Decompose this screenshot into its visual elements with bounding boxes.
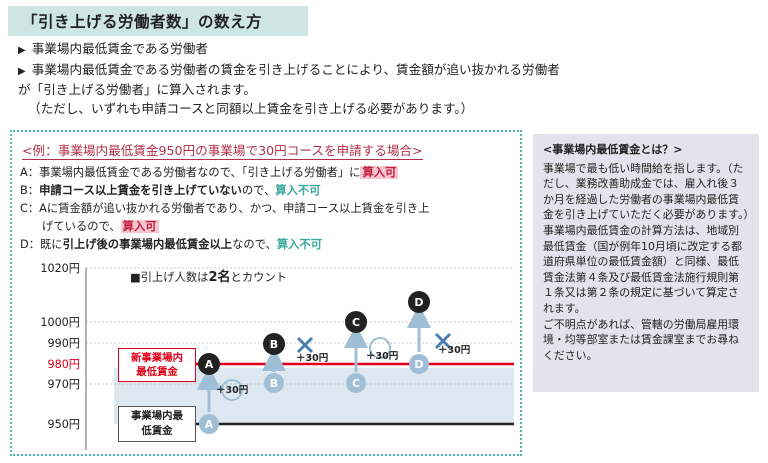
point-a-before-label: A xyxy=(205,418,214,431)
info-paragraph-1: 事業場で最も低い時間給を指します。（ただし、業務改善助成金では、雇入れ後３か月を… xyxy=(543,161,755,222)
page-title: 「引き上げる労働者数」の数え方 xyxy=(8,6,308,36)
point-b-after xyxy=(263,333,285,355)
plus30-label-d: ＋30円 xyxy=(438,345,471,356)
ng-mark-b xyxy=(296,336,314,354)
point-c-before xyxy=(346,373,366,393)
example-heading: <例：事業場内最低賃金950円の事業場で30円コースを申請する場合> xyxy=(22,140,423,160)
y-label-1020: 1020円 xyxy=(40,262,80,275)
point-d-before-label: D xyxy=(414,358,423,371)
point-c-after xyxy=(345,311,367,333)
new-minimum-wage-label: 新事業場内 最低賃金 xyxy=(118,348,196,382)
plus30-label-b: ＋30円 xyxy=(296,353,329,364)
plus30-label-c: ＋30円 xyxy=(366,351,399,362)
example-items: A：事業場内最低賃金である労働者なので、「引き上げる労働者」に算入可 B：申請コ… xyxy=(20,164,515,254)
intro-text: ▶事業場内最低賃金である労働者 ▶事業場内最低賃金である労働者の賃金を引き上げる… xyxy=(18,40,758,118)
point-b-before xyxy=(264,373,284,393)
y-label-1000: 1000円 xyxy=(40,316,80,329)
wage-diagram: A A B B C C D D 1020円 1000円 990円 xyxy=(26,262,520,454)
info-sidebar-title: <事業場内最低賃金とは？> xyxy=(543,143,683,156)
point-d-before xyxy=(409,354,429,374)
triangle-bullet-icon: ▶ xyxy=(18,65,26,77)
example-item-a: A：事業場内最低賃金である労働者なので、「引き上げる労働者」に算入可 xyxy=(20,166,399,179)
ok-mark-c xyxy=(369,337,391,359)
point-a-before xyxy=(199,414,219,434)
point-b-before-label: B xyxy=(270,377,278,390)
flag-not-countable: 算入不可 xyxy=(276,238,323,251)
plus30-label-a: ＋30円 xyxy=(216,385,249,396)
example-item-d: D：既に引上げ後の事業場内最低賃金以上なので、算入不可 xyxy=(20,238,323,251)
info-paragraph-2: 事業場内最低賃金の計算方法は、地域別最低賃金（国が例年10月頃に改定する都道府県… xyxy=(543,223,743,315)
point-c-before-label: C xyxy=(352,377,360,390)
triangle-bullet-icon: ▶ xyxy=(18,45,26,56)
flag-countable: 算入可 xyxy=(360,166,399,179)
y-label-980: 980円 xyxy=(47,358,80,371)
example-item-c-cont: げているので、算入可 xyxy=(42,220,159,233)
y-label-950: 950円 xyxy=(47,418,80,431)
intro-line-1: ▶事業場内最低賃金である労働者 xyxy=(18,41,208,56)
point-c-after-label: C xyxy=(352,316,360,329)
flag-not-countable: 算入不可 xyxy=(275,184,321,197)
point-a-after-label: A xyxy=(205,358,214,371)
example-item-b: B：申請コース以上賃金を引き上げていないので、算入不可 xyxy=(20,184,321,197)
intro-line-3: が「引き上げる労働者」に算入されます。 xyxy=(18,82,257,97)
info-sidebar: <事業場内最低賃金とは？> 事業場で最も低い時間給を指します。（ただし、業務改善… xyxy=(533,134,759,392)
point-d-after-label: D xyxy=(414,296,423,309)
info-paragraph-3: ご不明点があれば、管轄の労働局雇用環境・均等部室または賃金課室までお尋ねください… xyxy=(543,317,740,362)
intro-line-4: （ただし、いずれも申請コースと同額以上賃金を引き上げる必要があります。） xyxy=(28,100,474,116)
y-label-990: 990円 xyxy=(47,337,80,350)
example-panel: <例：事業場内最低賃金950円の事業場で30円コースを申請する場合> A：事業場… xyxy=(10,130,522,456)
wage-diagram-svg: A A B B C C D D xyxy=(85,267,514,450)
ng-mark-d xyxy=(434,332,452,350)
current-minimum-wage-label: 事業場内最 低賃金 xyxy=(118,406,196,442)
count-note: ■引上げ人数は2名とカウント xyxy=(130,270,288,285)
point-a-after xyxy=(198,353,220,375)
example-item-c: C：Aに賃金額が追い抜かれる労働者であり、かつ、申請コース以上賃金を引き上 xyxy=(20,202,430,215)
y-label-970: 970円 xyxy=(47,378,80,391)
point-b-after-label: B xyxy=(270,338,278,351)
flag-countable: 算入可 xyxy=(120,220,159,233)
ok-mark-a xyxy=(221,379,243,401)
intro-line-2: ▶事業場内最低賃金である労働者の賃金を引き上げることにより、賃金額が追い抜かれる… xyxy=(18,61,560,77)
point-d-after xyxy=(408,291,430,313)
